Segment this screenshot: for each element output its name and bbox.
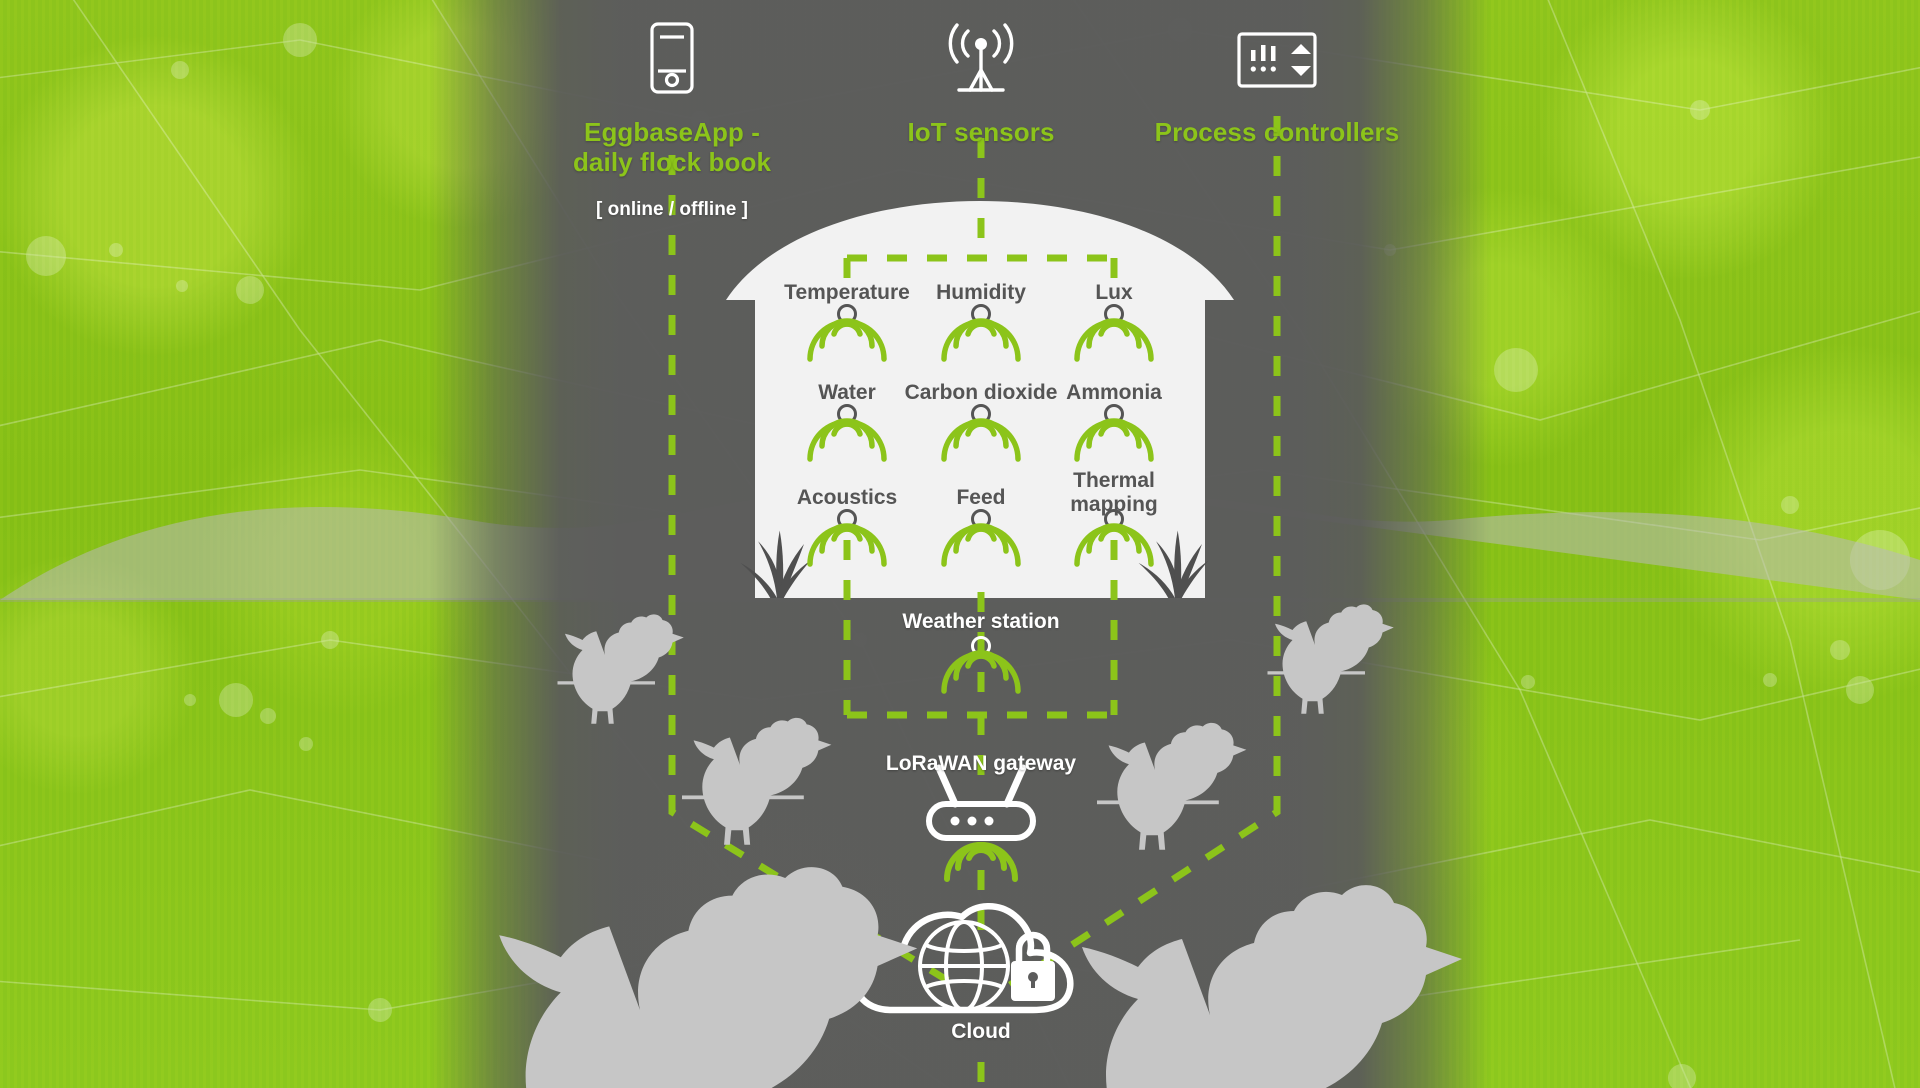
eggbase-app-sublabel: [ online / offline ] bbox=[596, 199, 748, 221]
sensor-label-feed: Feed bbox=[956, 486, 1006, 509]
top-node-label-eggbase-app: EggbaseApp - daily flock book [ online /… bbox=[472, 98, 872, 240]
top-node-label-process-controllers: Process controllers bbox=[1087, 98, 1467, 165]
chicken-silhouette-icon bbox=[1082, 885, 1462, 1088]
smartphone-icon bbox=[650, 22, 694, 94]
router-icon bbox=[926, 764, 1036, 841]
sensor-label-carbon-dioxide: Carbon dioxide bbox=[904, 381, 1058, 404]
chicken-silhouette-icon bbox=[499, 867, 918, 1088]
iot-sensors-label: IoT sensors bbox=[907, 116, 1055, 147]
lorawan-gateway-label: LoRaWAN gateway bbox=[885, 752, 1077, 775]
process-controllers-label: Process controllers bbox=[1154, 116, 1400, 147]
sensor-label-acoustics: Acoustics bbox=[796, 486, 898, 509]
chicken-silhouette-icon bbox=[557, 614, 684, 724]
chicken-silhouette-icon bbox=[1097, 722, 1247, 850]
top-node-label-iot-sensors: IoT sensors bbox=[811, 98, 1151, 165]
connection-lines bbox=[668, 116, 1281, 1088]
chicken-silhouette-icon bbox=[682, 717, 832, 845]
line-controllers-to-cloud bbox=[1008, 116, 1281, 988]
antenna-signal-icon bbox=[948, 23, 1014, 92]
eggbase-app-label: EggbaseApp - daily flock book bbox=[572, 116, 772, 177]
line-app-to-cloud bbox=[668, 155, 957, 988]
cloud-globe-lock-icon bbox=[852, 903, 1074, 1014]
controller-panel-icon bbox=[1237, 32, 1317, 88]
chicken-silhouette-icon bbox=[1267, 604, 1394, 714]
weather-station-label: Weather station bbox=[902, 610, 1060, 633]
sensor-label-temperature: Temperature bbox=[784, 281, 910, 304]
sensor-label-thermal-mapping: Thermal mapping bbox=[1070, 469, 1158, 516]
gateway-wave-icon bbox=[944, 842, 1018, 882]
cloud-label: Cloud bbox=[951, 1020, 1011, 1043]
sensor-label-lux: Lux bbox=[1095, 281, 1133, 304]
lock-icon bbox=[1011, 931, 1055, 1001]
sensor-label-ammonia: Ammonia bbox=[1066, 381, 1162, 404]
sensor-label-water: Water bbox=[818, 381, 876, 404]
sensor-label-humidity: Humidity bbox=[936, 281, 1026, 304]
